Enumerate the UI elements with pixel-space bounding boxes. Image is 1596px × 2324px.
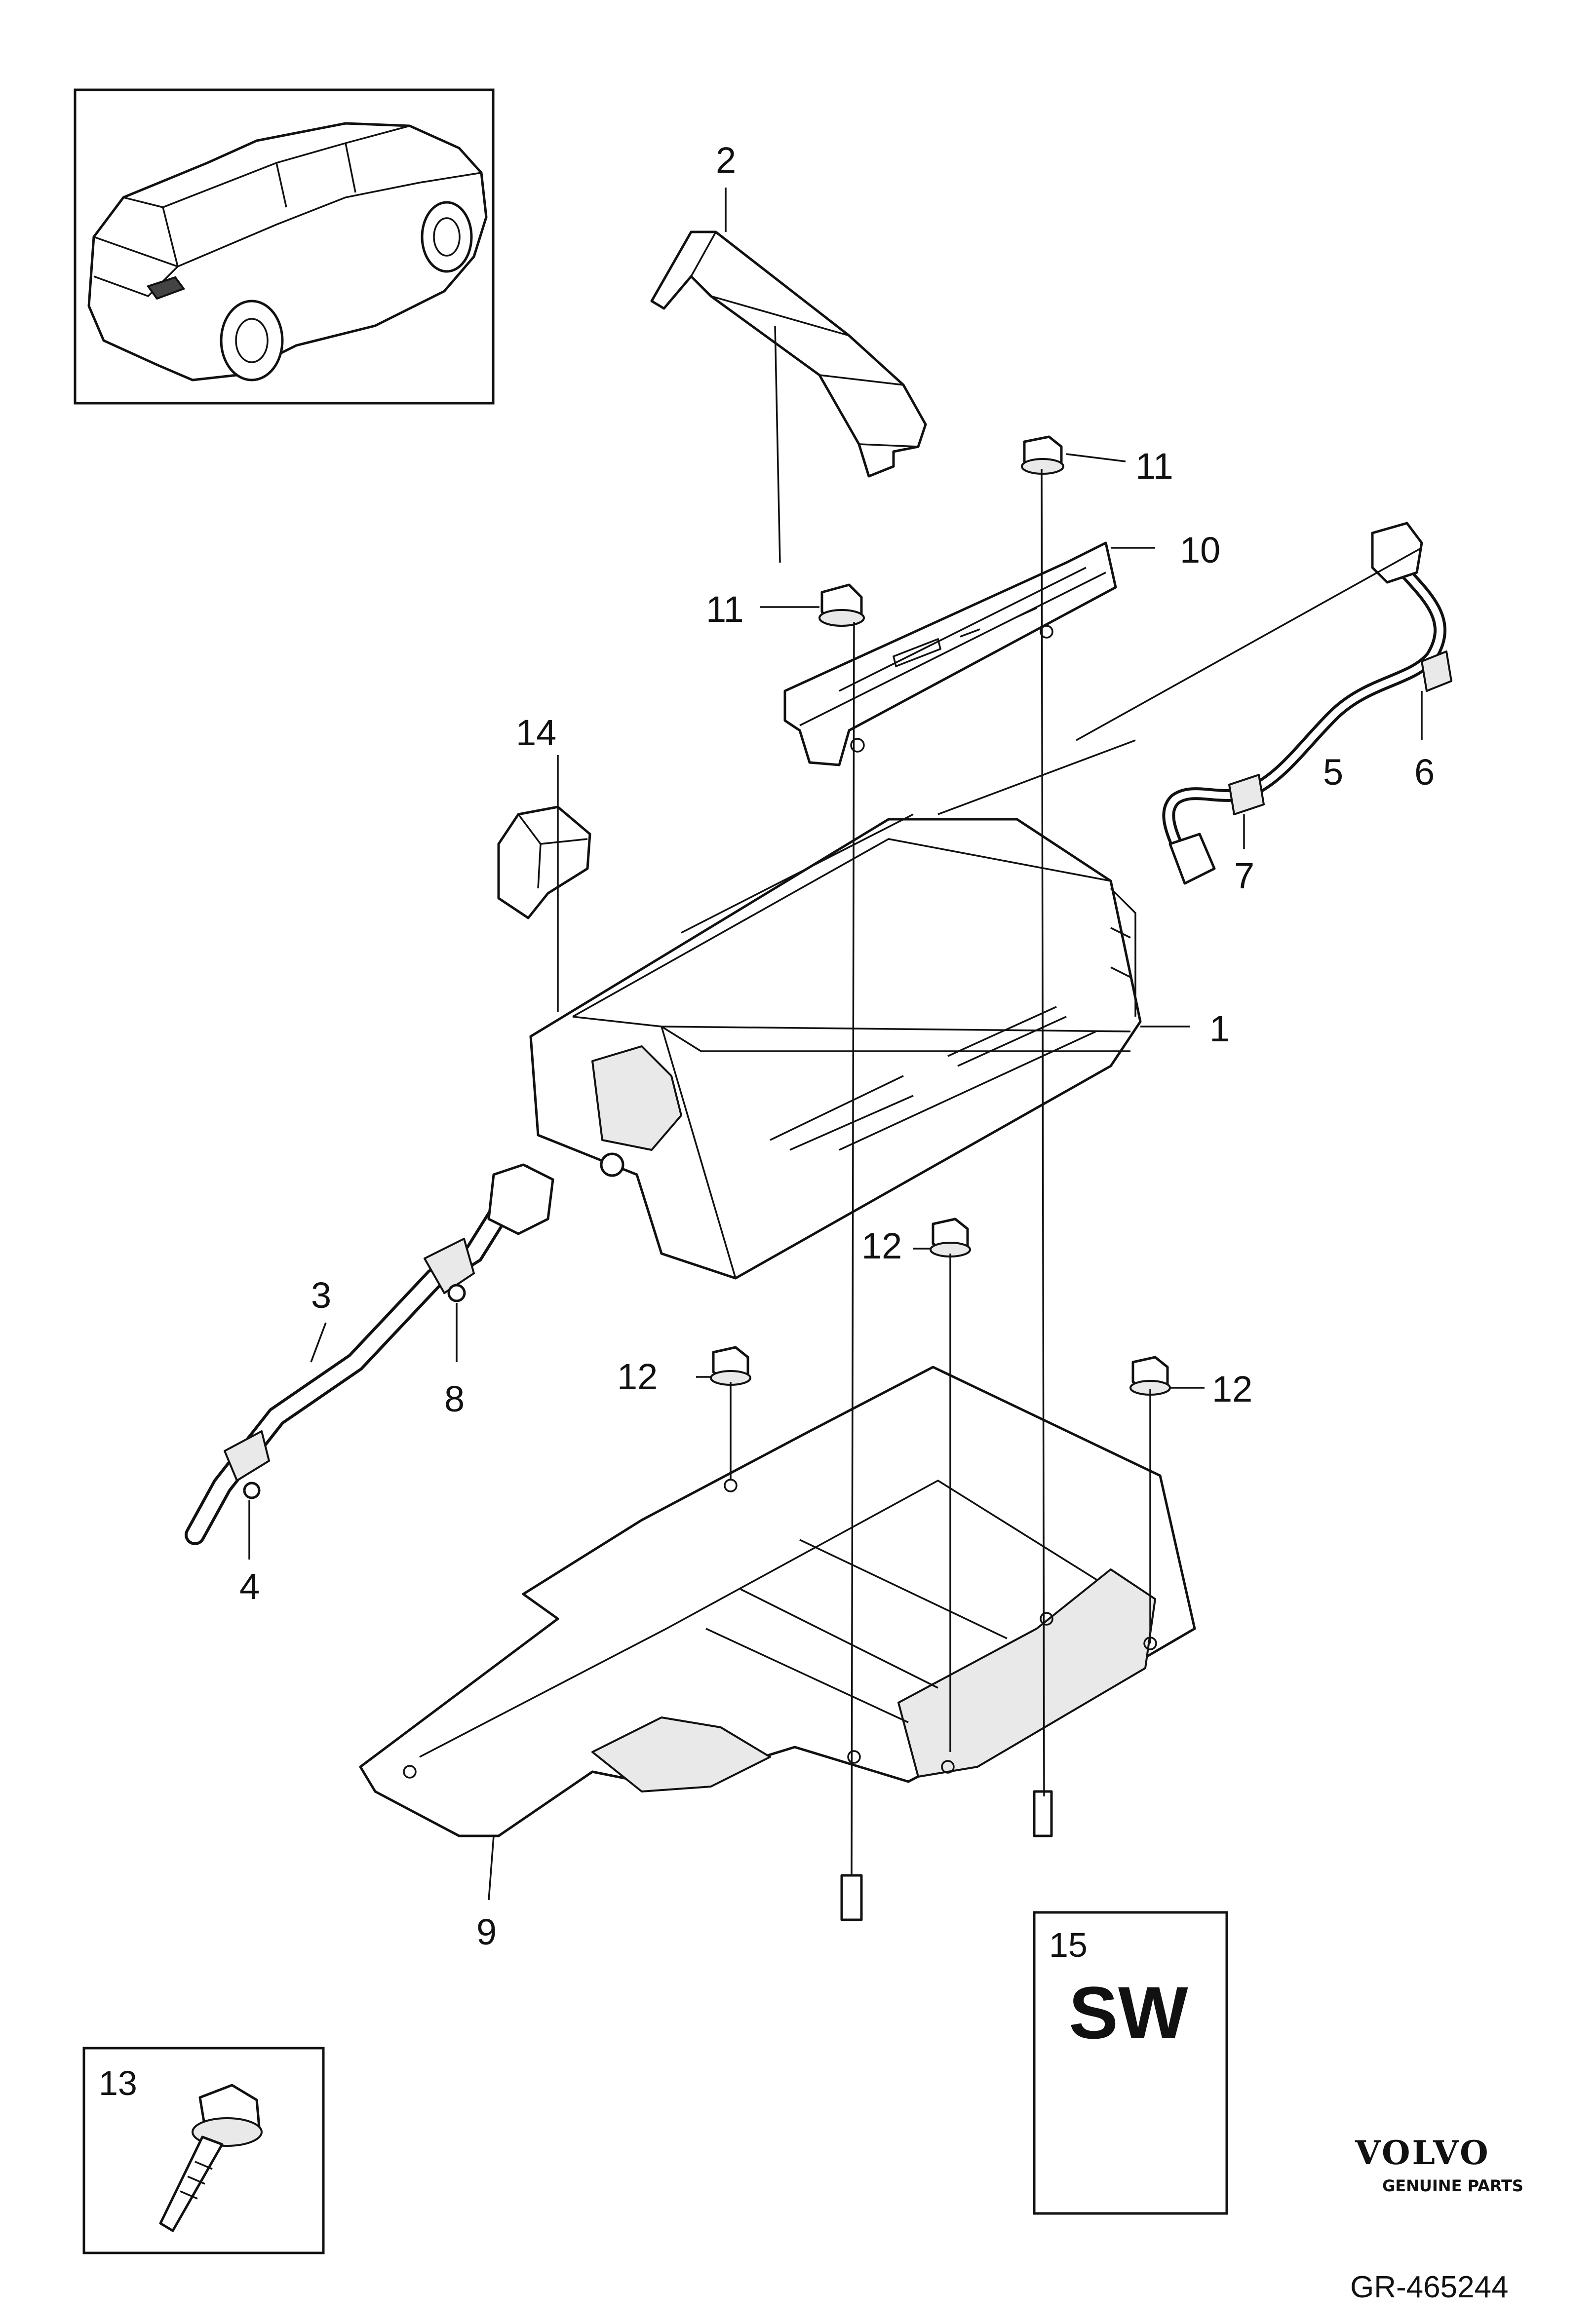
callout-12-top: 12 — [861, 1225, 902, 1266]
part-5-harness — [1162, 522, 1447, 885]
part-1-main-unit — [529, 813, 1142, 1280]
sw-box-label: SW — [1069, 1971, 1188, 2054]
callout-5: 5 — [1323, 752, 1343, 793]
clamp-8 — [424, 1238, 475, 1302]
callout-12-right: 12 — [1212, 1369, 1252, 1410]
callout-9: 9 — [476, 1911, 497, 1952]
sw-box: 15 SW — [1033, 1911, 1228, 2215]
callout-6: 6 — [1414, 752, 1435, 793]
callout-4: 4 — [239, 1566, 260, 1607]
part-10-rail — [783, 541, 1117, 766]
nut-12-c — [1129, 1356, 1171, 1396]
diagram-id: GR-465244 — [1350, 2270, 1509, 2304]
brand-name: VOLVO — [1355, 2134, 1490, 2172]
callout-2: 2 — [716, 140, 736, 181]
nut-12-b — [930, 1218, 971, 1257]
part-3-hose — [185, 1163, 554, 1545]
clip-6 — [1421, 650, 1452, 692]
callout-11-right: 11 — [1135, 446, 1173, 487]
callout-3: 3 — [311, 1275, 331, 1316]
callout-1: 1 — [1209, 1008, 1230, 1049]
part-14-pad — [497, 805, 591, 919]
callout-8: 8 — [444, 1378, 465, 1419]
callout-12-left: 12 — [617, 1356, 658, 1397]
nut-11-a — [818, 583, 865, 627]
sw-box-number: 15 — [1049, 1926, 1088, 1964]
callout-14: 14 — [516, 712, 556, 753]
nut-11-b — [1021, 435, 1064, 475]
stud-right — [1033, 1790, 1053, 1837]
stud-left — [840, 1874, 863, 1921]
clip-7 — [1228, 774, 1265, 815]
callout-10: 10 — [1180, 530, 1220, 571]
callout-labels: 2 11 10 11 14 5 6 7 1 3 12 8 12 12 4 9 — [239, 140, 1435, 1952]
callout-7: 7 — [1234, 855, 1254, 896]
brand-tagline: GENUINE PARTS — [1382, 2176, 1523, 2195]
bolt-box-number: 13 — [99, 2064, 137, 2102]
vehicle-location-icon — [87, 122, 488, 381]
vehicle-locator — [74, 88, 495, 405]
leader-lines — [248, 188, 1423, 1901]
callout-11-left: 11 — [706, 589, 744, 630]
flange-bolt-icon — [159, 2084, 263, 2232]
part-9-tray — [359, 1366, 1196, 1837]
part-2-bracket — [650, 230, 927, 563]
volvo-brand: VOLVO GENUINE PARTS — [1355, 2134, 1523, 2195]
clamp-4 — [224, 1430, 270, 1499]
nut-12-a — [710, 1346, 751, 1386]
bolt-box: 13 — [82, 2047, 325, 2254]
